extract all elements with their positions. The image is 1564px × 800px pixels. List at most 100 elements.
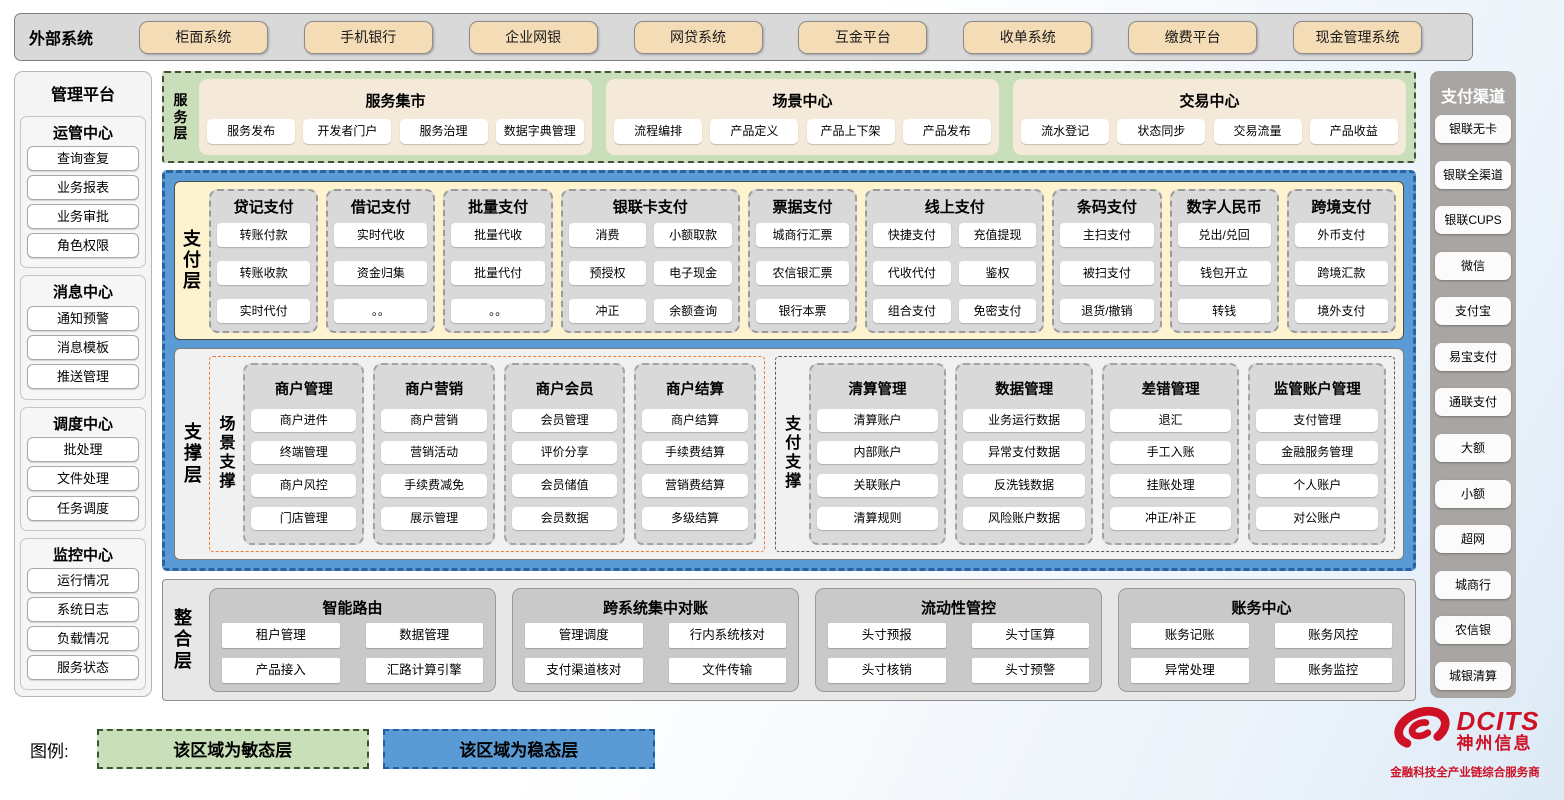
payment-channel-button: 易宝支付 — [1435, 342, 1511, 371]
service-item: 数据字典管理 — [495, 119, 584, 144]
support-item: 清算账户 — [816, 408, 939, 432]
support-group-columns: 清算管理清算账户内部账户关联账户清算规则数据管理业务运行数据异常支付数据反洗钱数… — [808, 363, 1386, 545]
payment-column-items: 兑出/兑回钱包开立转钱 — [1177, 220, 1271, 327]
service-item: 开发者门户 — [303, 119, 392, 144]
support-group: 支付支撑清算管理清算账户内部账户关联账户清算规则数据管理业务运行数据异常支付数据… — [774, 356, 1395, 552]
support-layer-label: 支撑层 — [184, 422, 202, 485]
payment-item: 转账收款 — [217, 261, 311, 285]
integration-layer: 整合层 智能路由租户管理数据管理产品接入汇路计算引擎跨系统集中对账管理调度行内系… — [162, 579, 1416, 701]
payment-column-title: 批量支付 — [468, 198, 529, 216]
stable-layer-container: 支付层 贷记支付转账付款转账收款实时代付借记支付实时代收资金归集。。批量支付批量… — [162, 170, 1416, 571]
payment-channel-button: 支付宝 — [1435, 297, 1511, 326]
payment-column-title: 数字人民币 — [1186, 198, 1262, 216]
management-item: 运行情况 — [27, 568, 139, 593]
legend-stable-box: 该区域为稳态层 — [382, 729, 655, 769]
payment-column-items: 转账付款转账收款实时代付 — [217, 220, 311, 327]
integration-group-items: 租户管理数据管理产品接入汇路计算引擎 — [222, 623, 483, 684]
support-item: 会员管理 — [511, 408, 618, 432]
payment-item: 代收代付 — [873, 261, 951, 285]
support-group-label: 支付支撑 — [785, 416, 802, 490]
support-item: 会员数据 — [511, 507, 618, 531]
payment-channel-button: 银联无卡 — [1435, 115, 1511, 143]
management-item: 批处理 — [27, 437, 139, 463]
payment-column-title: 跨境支付 — [1311, 198, 1372, 216]
payment-column-title: 条码支付 — [1076, 198, 1137, 216]
service-panel-title: 交易中心 — [1179, 93, 1240, 110]
payment-item: 主扫支付 — [1060, 223, 1154, 248]
support-column: 商户会员会员管理评价分享会员储值会员数据 — [503, 363, 626, 545]
payment-item: 批量代付 — [451, 261, 545, 285]
logo-tagline: 金融科技全产业链综合服务商 — [1390, 767, 1540, 779]
payment-item: 批量代收 — [451, 223, 545, 248]
management-item: 业务报表 — [27, 175, 139, 200]
support-layer: 支撑层 场景支撑商户管理商户进件终端管理商户风控门店管理商户营销商户营销营销活动… — [174, 348, 1404, 560]
support-item: 内部账户 — [816, 441, 939, 465]
integration-layer-label: 整合层 — [174, 608, 192, 671]
external-system-button: 现金管理系统 — [1293, 20, 1423, 54]
integration-item: 行内系统核对 — [668, 623, 786, 649]
management-group-title: 运管中心 — [52, 125, 113, 142]
integration-item: 支付渠道核对 — [525, 658, 643, 684]
payment-item: 资金归集 — [334, 261, 428, 285]
integration-item: 账务记账 — [1131, 623, 1249, 649]
payment-column: 跨境支付外币支付跨境汇款境外支付 — [1286, 188, 1396, 333]
integration-item: 头寸核销 — [828, 658, 946, 684]
integration-group-items: 账务记账账务风控异常处理账务监控 — [1131, 623, 1392, 684]
payment-channel-button: 超网 — [1435, 525, 1511, 554]
payment-layer: 支付层 贷记支付转账付款转账收款实时代付借记支付实时代收资金归集。。批量支付批量… — [174, 181, 1404, 340]
support-column-title: 商户营销 — [405, 381, 464, 398]
support-column-title: 监管账户管理 — [1273, 381, 1361, 398]
integration-item: 头寸预警 — [971, 658, 1089, 684]
support-column-title: 商户结算 — [666, 381, 725, 398]
management-item: 查询查复 — [27, 146, 139, 171]
payment-column-items: 快捷支付充值提现代收代付鉴权组合支付免密支付 — [873, 220, 1037, 327]
support-item: 异常支付数据 — [963, 441, 1085, 465]
payment-column-title: 银联卡支付 — [612, 198, 688, 216]
support-column: 商户营销商户营销营销活动手续费减免展示管理 — [373, 363, 495, 545]
payment-item: 银行本票 — [755, 298, 850, 323]
support-item: 支付管理 — [1256, 408, 1378, 432]
support-column: 监管账户管理支付管理金融服务管理个人账户对公账户 — [1248, 363, 1386, 545]
support-item: 手工入账 — [1109, 441, 1232, 465]
payment-channel-button: 农信银 — [1435, 616, 1511, 645]
payment-item: 鉴权 — [958, 261, 1037, 285]
integration-item: 异常处理 — [1131, 658, 1249, 684]
support-column: 数据管理业务运行数据异常支付数据反洗钱数据风险账户数据 — [955, 363, 1093, 545]
payment-column-title: 借记支付 — [350, 198, 411, 216]
management-item: 业务审批 — [27, 204, 139, 229]
payment-item: 冲正 — [568, 298, 647, 323]
integration-group-items: 管理调度行内系统核对支付渠道核对文件传输 — [525, 623, 786, 684]
integration-group: 跨系统集中对账管理调度行内系统核对支付渠道核对文件传输 — [512, 588, 799, 692]
integration-group: 账务中心账务记账账务风控异常处理账务监控 — [1118, 588, 1405, 692]
payment-item: 农信银汇票 — [755, 261, 850, 285]
payment-item: 转账付款 — [217, 223, 311, 248]
payment-channel-button: 城商行 — [1435, 570, 1511, 599]
integration-group-title: 跨系统集中对账 — [602, 599, 708, 617]
management-item: 消息模板 — [27, 334, 139, 360]
service-panel-items: 服务发布开发者门户服务治理数据字典管理 — [207, 119, 584, 144]
support-item: 对公账户 — [1256, 507, 1378, 531]
payment-column: 数字人民币兑出/兑回钱包开立转钱 — [1169, 188, 1279, 333]
management-groups: 运管中心查询查复业务报表业务审批角色权限消息中心通知预警消息模板推送管理调度中心… — [20, 109, 146, 690]
integration-group: 智能路由租户管理数据管理产品接入汇路计算引擎 — [209, 588, 496, 692]
payment-item: 小额取款 — [654, 223, 732, 248]
support-item: 风险账户数据 — [963, 507, 1085, 531]
support-column-title: 商户管理 — [274, 381, 333, 398]
service-item: 流程编排 — [614, 119, 703, 144]
external-system-button: 企业网银 — [468, 20, 598, 54]
service-item: 产品上下架 — [806, 119, 895, 144]
payment-column: 条码支付主扫支付被扫支付退货/撤销 — [1052, 188, 1162, 333]
payment-channel-button: 城银清算 — [1435, 661, 1511, 690]
external-systems-title: 外部系统 — [29, 31, 94, 48]
integration-group-items: 头寸预报头寸匡算头寸核销头寸预警 — [828, 623, 1089, 684]
payment-column: 贷记支付转账付款转账收款实时代付 — [209, 188, 319, 333]
external-system-button: 收单系统 — [963, 20, 1093, 54]
service-panel-title: 服务集市 — [365, 93, 426, 110]
payment-column: 批量支付批量代收批量代付。。 — [443, 188, 553, 333]
support-group-columns: 商户管理商户进件终端管理商户风控门店管理商户营销商户营销营销活动手续费减免展示管… — [243, 363, 756, 545]
payment-column: 银联卡支付消费小额取款预授权电子现金冲正余额查询 — [560, 188, 740, 333]
integration-item: 汇路计算引擎 — [365, 658, 483, 684]
payment-channel-button: 微信 — [1435, 251, 1511, 280]
management-group: 调度中心批处理文件处理任务调度 — [20, 406, 146, 531]
